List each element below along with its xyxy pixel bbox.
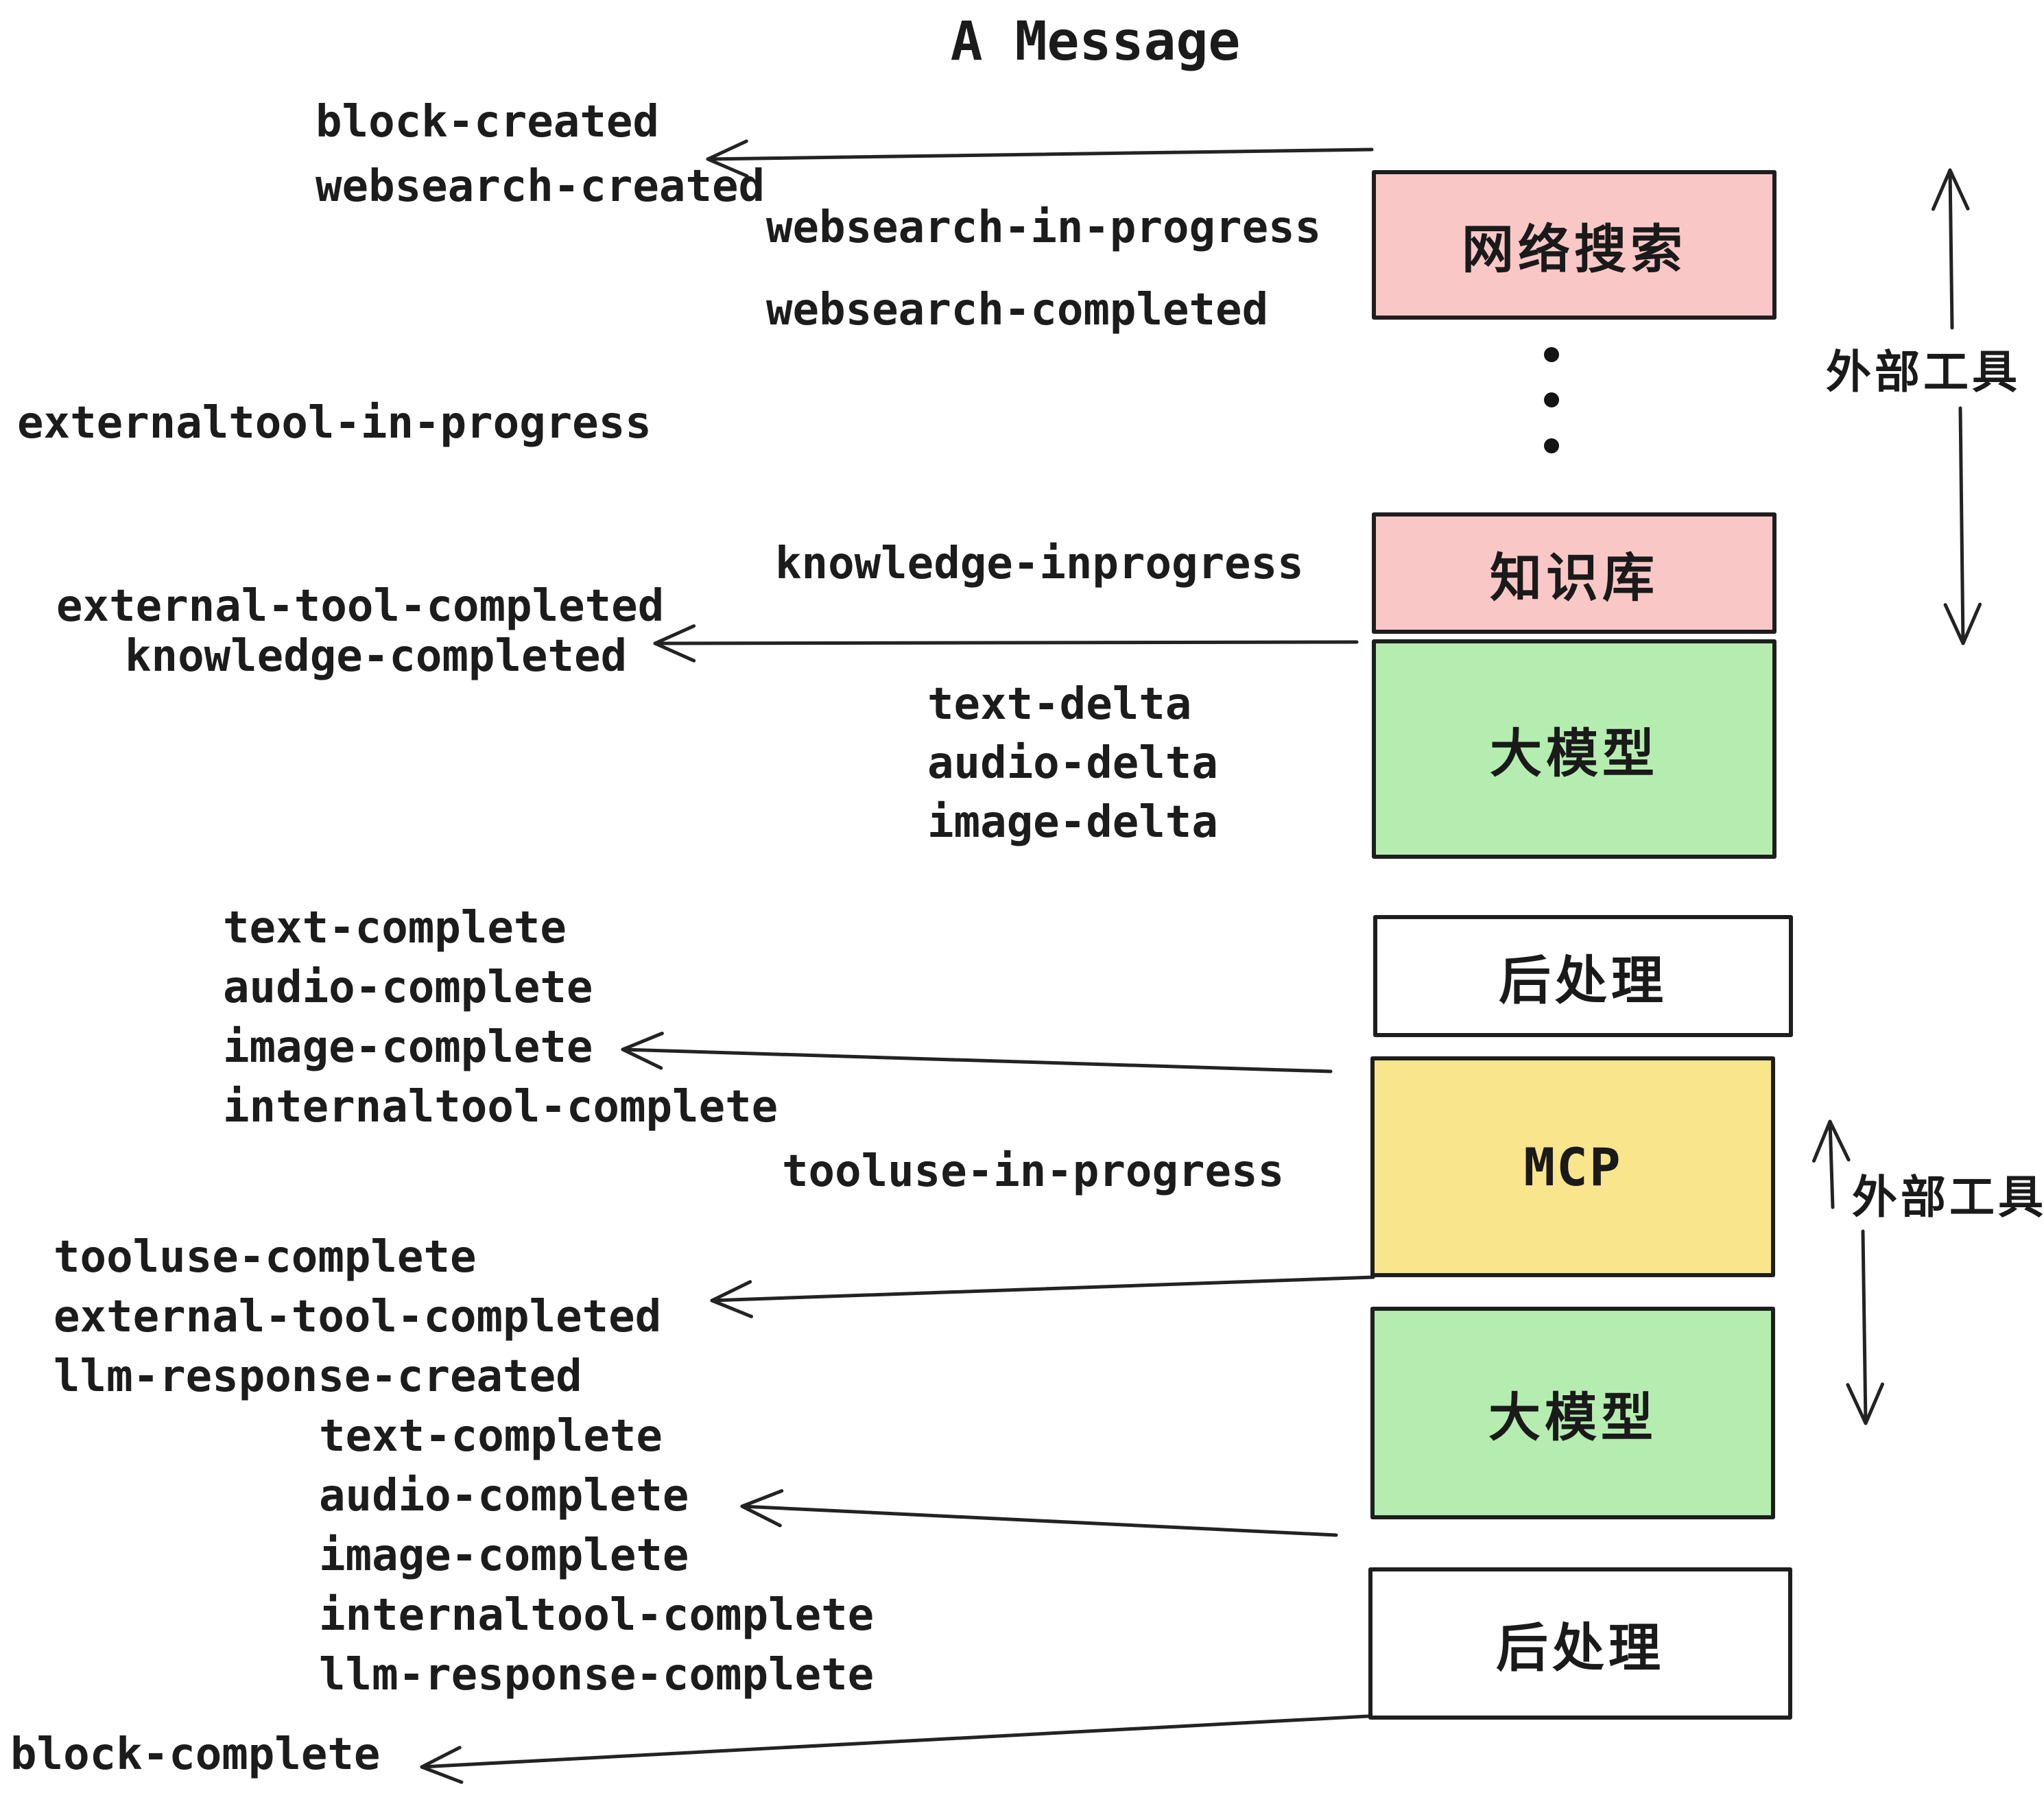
event-label-block-complete: block-complete: [10, 1729, 381, 1780]
event-label-internaltool-complete-1: internaltool-complete: [223, 1082, 779, 1132]
ellipsis-dot-2: [1544, 392, 1559, 407]
arrow-external-tools-2-down: [1846, 1229, 1884, 1425]
event-label-externaltool-in-progress: externaltool-in-progress: [17, 398, 652, 449]
event-label-websearch-in-progress: websearch-in-progress: [766, 202, 1322, 253]
box-postprocess-2: 后处理: [1368, 1567, 1792, 1720]
arrow-post1-to-image-complete: [621, 1032, 1333, 1073]
box-label-llm-2: 大模型: [1488, 1387, 1657, 1448]
box-knowledge: 知识库: [1372, 512, 1776, 634]
arrow-llm2-to-audio-complete: [740, 1489, 1338, 1537]
event-label-knowledge-completed: knowledge-completed: [125, 631, 628, 682]
box-label-postprocess-2: 后处理: [1496, 1617, 1665, 1678]
diagram-title: A Message: [950, 11, 1241, 73]
event-label-external-tool-completed-2: external-tool-completed: [54, 1292, 662, 1342]
box-label-postprocess-1: 后处理: [1499, 950, 1667, 1011]
box-label-knowledge: 知识库: [1490, 547, 1659, 608]
event-label-image-complete-1: image-complete: [223, 1022, 593, 1073]
event-label-image-delta-1: image-delta: [927, 797, 1218, 848]
event-label-llm-response-complete: llm-response-complete: [319, 1650, 875, 1700]
arrow-external-tools-2-up: [1812, 1119, 1851, 1209]
event-label-text-complete-2: text-complete: [319, 1411, 663, 1462]
event-label-knowledge-inprogress: knowledge-inprogress: [775, 538, 1304, 589]
arrow-external-tools-1-down: [1943, 406, 1982, 645]
event-label-text-complete-1: text-complete: [223, 903, 567, 953]
box-postprocess-1: 后处理: [1373, 915, 1793, 1037]
event-label-llm-response-created: llm-response-created: [54, 1351, 582, 1402]
box-llm-1: 大模型: [1372, 639, 1776, 859]
box-label-websearch: 网络搜索: [1462, 219, 1687, 280]
box-mcp: MCP: [1370, 1056, 1775, 1277]
event-label-text-delta-1: text-delta: [927, 679, 1192, 730]
side-label-external-tools-1: 外部工具: [1826, 346, 2021, 399]
ellipsis-dot-1: [1544, 347, 1559, 362]
event-label-internaltool-complete-2: internaltool-complete: [319, 1590, 875, 1641]
box-llm-2: 大模型: [1370, 1307, 1775, 1519]
arrow-websearch-to-block-created: [706, 139, 1374, 178]
event-label-websearch-created: websearch-created: [316, 161, 765, 212]
event-label-block-created: block-created: [316, 97, 659, 147]
event-label-audio-complete-2: audio-complete: [319, 1471, 689, 1521]
event-label-websearch-completed: websearch-completed: [766, 285, 1269, 335]
arrow-external-tools-1-up: [1932, 168, 1970, 330]
box-label-llm-1: 大模型: [1490, 723, 1659, 784]
ellipsis-dot-3: [1544, 438, 1559, 453]
event-label-external-tool-completed-1: external-tool-completed: [56, 581, 665, 632]
event-label-image-complete-2: image-complete: [319, 1530, 689, 1581]
event-label-tooluse-complete: tooluse-complete: [54, 1232, 477, 1283]
event-label-tooluse-in-progress: tooluse-in-progress: [782, 1146, 1285, 1197]
event-label-audio-delta-1: audio-delta: [927, 738, 1218, 789]
box-label-mcp: MCP: [1523, 1136, 1622, 1198]
arrow-post2-to-block-complete: [420, 1714, 1370, 1784]
arrow-mcp-to-tooluse-complete: [710, 1275, 1375, 1318]
event-label-audio-complete-1: audio-complete: [223, 962, 593, 1013]
side-label-external-tools-2: 外部工具: [1852, 1171, 2044, 1224]
box-websearch: 网络搜索: [1372, 170, 1776, 320]
arrow-llm1-to-knowledge-completed: [653, 624, 1359, 663]
